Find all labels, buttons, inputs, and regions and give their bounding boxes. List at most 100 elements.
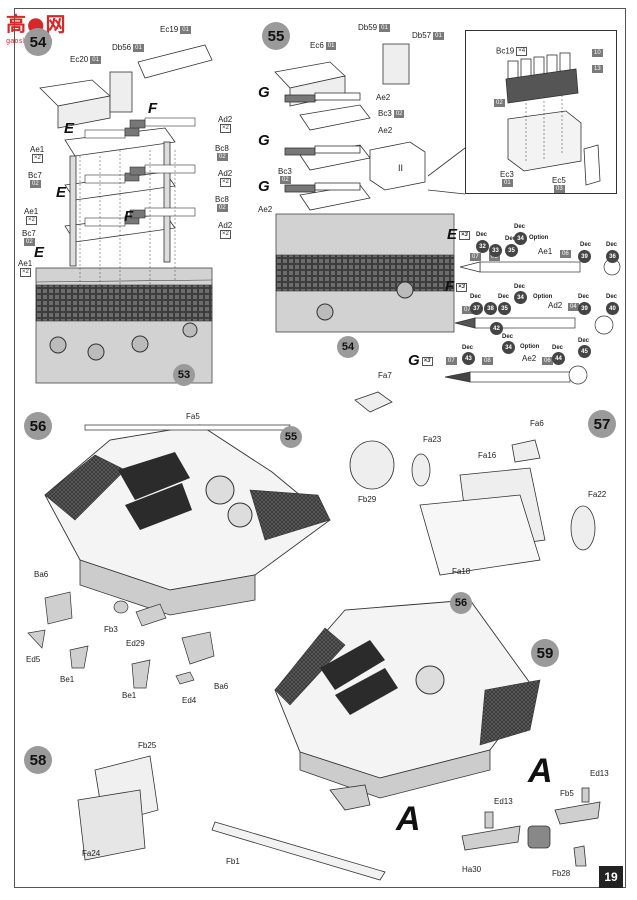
step59-parts bbox=[211, 784, 601, 881]
label-ed13-a: Ed13 bbox=[494, 797, 513, 806]
label-round-ae1: Ae1 bbox=[538, 247, 553, 256]
label-ed4: Ed4 bbox=[182, 696, 197, 705]
label-fa23: Fa23 bbox=[423, 435, 442, 444]
callout-a-vehicle: A bbox=[396, 800, 421, 838]
option-e: Option bbox=[529, 235, 549, 241]
dec-label-45: Dec bbox=[578, 338, 590, 344]
label-round-e-2: E bbox=[56, 184, 67, 201]
decal-39-e: 39 bbox=[578, 250, 591, 263]
label-fa22: Fa22 bbox=[588, 490, 607, 499]
step59-vehicle bbox=[274, 599, 541, 799]
step54-shells bbox=[84, 117, 196, 227]
label-fb1: Fb1 bbox=[226, 857, 240, 866]
decal-45: 45 bbox=[578, 345, 591, 358]
label-ed13-b: Ed13 bbox=[590, 769, 609, 778]
tag-g-06: 06 bbox=[542, 357, 553, 365]
step-59-marker: 59 bbox=[531, 639, 559, 667]
decal-33: 33 bbox=[489, 244, 502, 257]
decal-36: 36 bbox=[606, 250, 619, 263]
label-round-f-2: F bbox=[124, 208, 134, 225]
decal-44: 44 bbox=[552, 352, 565, 365]
label-inset-10: 10 bbox=[592, 49, 603, 57]
tag-f-04: 04 bbox=[568, 303, 579, 311]
option-g: Option bbox=[520, 344, 540, 350]
dec-label-34-g: Dec bbox=[502, 334, 514, 340]
label-ad2-b: Ad2×2 bbox=[218, 169, 233, 187]
step56-vehicle bbox=[44, 424, 331, 616]
label-ed5: Ed5 bbox=[26, 655, 41, 664]
label-roman-ii: II bbox=[398, 163, 404, 173]
decal-39-f: 39 bbox=[578, 302, 591, 315]
decal-40: 40 bbox=[606, 302, 619, 315]
label-ae1-a: Ae1×2 bbox=[30, 145, 45, 163]
step56-parts bbox=[27, 591, 215, 689]
step-57-marker: 57 bbox=[588, 410, 616, 438]
tag-e-07: 07 bbox=[470, 253, 481, 261]
decal-38: 38 bbox=[484, 302, 497, 315]
tag-e-06: 06 bbox=[560, 250, 571, 258]
ref-step-56: 56 bbox=[450, 592, 472, 614]
option-f: Option bbox=[533, 294, 553, 300]
dec-label-39: Dec bbox=[580, 242, 592, 248]
decal-42: 42 bbox=[490, 322, 503, 335]
label-ed29: Ed29 bbox=[126, 639, 145, 648]
step57-parts bbox=[349, 391, 596, 576]
label-round-ad2: Ad2 bbox=[548, 301, 563, 310]
ref-step-54: 54 bbox=[337, 336, 359, 358]
label-round-g-1: G bbox=[258, 84, 270, 101]
label-fa24: Fa24 bbox=[82, 849, 101, 858]
step55-hull bbox=[275, 213, 455, 333]
step-55-marker: 55 bbox=[262, 22, 290, 50]
label-inset-02: 02 bbox=[494, 99, 505, 107]
label-ae2-a: Ae2 bbox=[376, 93, 391, 102]
label-ad2-a: Ad2×2 bbox=[218, 115, 233, 133]
label-round-g-2: G bbox=[258, 132, 270, 149]
dec-label-35: Dec bbox=[505, 236, 517, 242]
label-round-ae2: Ae2 bbox=[522, 354, 537, 363]
dec-label-37: Dec bbox=[470, 294, 482, 300]
label-fb29: Fb29 bbox=[358, 495, 377, 504]
step54-racks bbox=[39, 44, 213, 267]
label-fb28: Fb28 bbox=[552, 869, 571, 878]
step55-racks bbox=[274, 43, 426, 211]
label-inset-13: 13 bbox=[592, 65, 603, 73]
label-ae2-b: Ae2 bbox=[378, 126, 393, 135]
step-58-marker: 58 bbox=[24, 746, 52, 774]
dec-label-34: Dec bbox=[514, 224, 526, 230]
tag-f-07: 07 bbox=[462, 306, 473, 314]
step-54-marker: 54 bbox=[24, 28, 52, 56]
decal-43: 43 bbox=[462, 352, 475, 365]
decal-34-g: 34 bbox=[502, 341, 515, 354]
tag-e-05: 05 bbox=[489, 253, 500, 261]
label-round-f-1: F bbox=[148, 100, 158, 117]
round-f-title: F×3 bbox=[445, 278, 468, 295]
dec-label-34-f: Dec bbox=[514, 284, 526, 290]
dec-label-39-f: Dec bbox=[578, 294, 590, 300]
decal-34-f: 34 bbox=[514, 291, 527, 304]
label-be1-a: Be1 bbox=[60, 675, 75, 684]
tag-g-08: 08 bbox=[482, 357, 493, 365]
label-fa7: Fa7 bbox=[378, 371, 392, 380]
label-ba6-a: Ba6 bbox=[34, 570, 49, 579]
step54-hull bbox=[35, 267, 213, 384]
tag-g-07: 07 bbox=[446, 357, 457, 365]
step58-parts bbox=[77, 755, 159, 861]
label-round-e-3: E bbox=[34, 244, 45, 261]
ref-step-53: 53 bbox=[173, 364, 195, 386]
round-drawings bbox=[444, 258, 621, 385]
label-round-g-3: G bbox=[258, 178, 270, 195]
decal-35: 35 bbox=[505, 244, 518, 257]
